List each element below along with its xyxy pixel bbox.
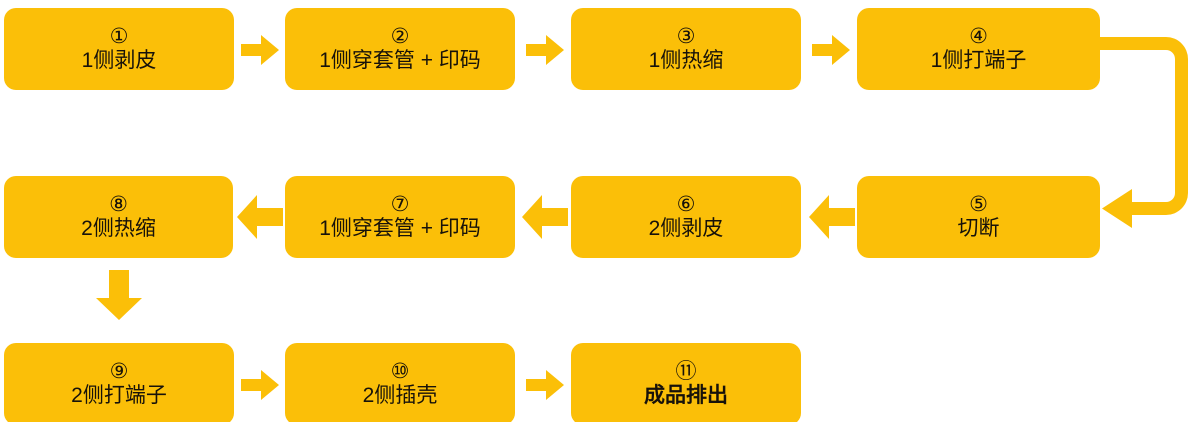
arrow-down-8-9 (92, 268, 146, 322)
step-label: 1侧打端子 (930, 48, 1027, 72)
step-label: 1侧穿套管 + 印码 (319, 216, 481, 240)
process-box-step-2[interactable]: ② 1侧穿套管 + 印码 (285, 8, 515, 90)
arrow-right-1-2 (237, 33, 283, 67)
step-label: 成品排出 (644, 383, 728, 407)
step-number: ③ (676, 24, 696, 48)
step-number: ② (390, 24, 410, 48)
process-box-step-8[interactable]: ⑧ 2侧热缩 (4, 176, 233, 258)
arrow-left-6-7 (519, 193, 572, 241)
step-number: ⑩ (390, 359, 410, 383)
process-box-step-6[interactable]: ⑥ 2侧剥皮 (571, 176, 801, 258)
arrow-left-7-8 (234, 193, 287, 241)
arrow-right-3-4 (808, 33, 854, 67)
arrow-wrap-4-5 (1096, 30, 1200, 240)
step-number: ⑦ (390, 192, 410, 216)
step-label: 1侧剥皮 (81, 48, 157, 72)
step-label: 2侧插壳 (362, 383, 438, 407)
step-label: 1侧热缩 (648, 48, 724, 72)
process-box-step-10[interactable]: ⑩ 2侧插壳 (285, 343, 515, 422)
step-label: 切断 (957, 216, 1000, 240)
step-number: ① (109, 24, 129, 48)
arrow-right-9-10 (237, 368, 283, 402)
step-label: 2侧打端子 (71, 383, 167, 407)
process-box-step-4[interactable]: ④ 1侧打端子 (857, 8, 1100, 90)
process-box-step-5[interactable]: ⑤ 切断 (857, 176, 1100, 258)
arrow-right-10-11 (522, 368, 568, 402)
step-number: ⑧ (109, 192, 128, 216)
step-number: ⑥ (676, 192, 696, 216)
process-box-step-7[interactable]: ⑦ 1侧穿套管 + 印码 (285, 176, 515, 258)
step-number: ④ (969, 24, 988, 48)
arrow-right-2-3 (522, 33, 568, 67)
step-label: 2侧热缩 (81, 216, 156, 240)
step-number: ⑪ (675, 359, 697, 383)
process-box-step-11[interactable]: ⑪ 成品排出 (571, 343, 801, 422)
process-box-step-9[interactable]: ⑨ 2侧打端子 (4, 343, 234, 422)
process-box-step-1[interactable]: ① 1侧剥皮 (4, 8, 234, 90)
step-label: 2侧剥皮 (648, 216, 724, 240)
step-number: ⑨ (109, 359, 129, 383)
step-number: ⑤ (969, 192, 988, 216)
arrow-left-5-6 (806, 193, 859, 241)
step-label: 1侧穿套管 + 印码 (319, 48, 481, 72)
process-box-step-3[interactable]: ③ 1侧热缩 (571, 8, 801, 90)
